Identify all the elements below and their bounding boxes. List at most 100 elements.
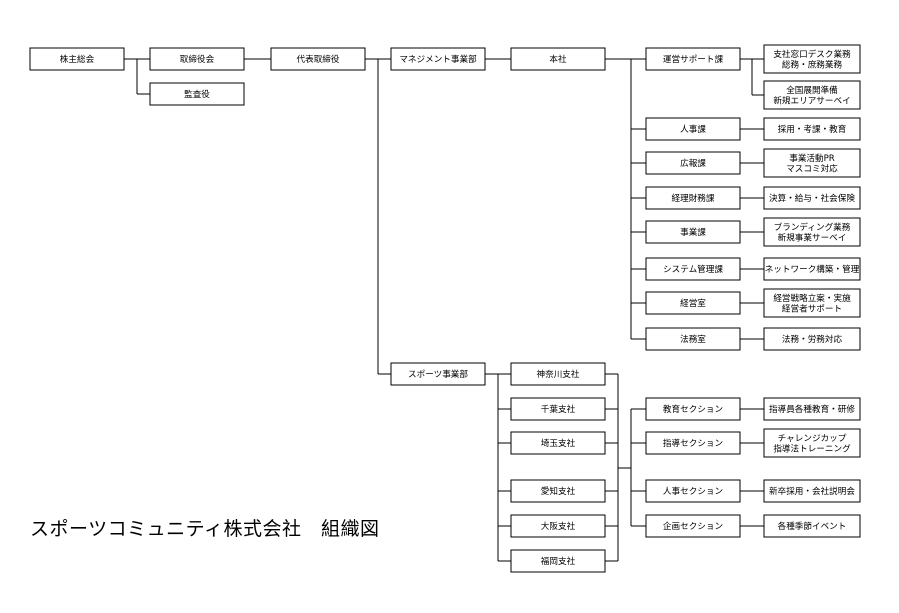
- org-box-osaka: 大阪支社: [510, 514, 606, 538]
- box-frame: [763, 117, 861, 141]
- org-box-finance-task: 決算・給与・社会保険: [763, 186, 861, 210]
- box-label: 本社: [549, 53, 567, 65]
- box-frame: [763, 327, 861, 351]
- box-frame: [645, 47, 741, 71]
- box-frame: [763, 479, 861, 503]
- box-label: 新卒採用・会社説明会: [769, 485, 855, 497]
- org-box-plan-sec: 企画セクション: [645, 514, 741, 538]
- org-box-board: 取締役会: [149, 47, 245, 71]
- org-box-hr-task: 採用・考課・教育: [763, 117, 861, 141]
- box-label: 指導セクション: [663, 437, 723, 449]
- box-label: 株主総会: [60, 53, 95, 65]
- box-label: 運営サポート課: [663, 53, 724, 65]
- box-frame: [763, 44, 861, 74]
- box-frame: [763, 257, 861, 281]
- org-box-ops-support: 運営サポート課: [645, 47, 741, 71]
- box-label: 埼玉支社: [541, 437, 576, 449]
- org-box-mgmt: マネジメント事業部: [390, 47, 486, 71]
- box-frame: [763, 397, 861, 421]
- box-label: 代表取締役: [297, 53, 340, 65]
- box-label: 人事課: [680, 123, 706, 135]
- box-frame: [149, 47, 245, 71]
- box-frame: [645, 431, 741, 455]
- org-box-coach-sec: 指導セクション: [645, 431, 741, 455]
- org-box-sports: スポーツ事業部: [390, 362, 486, 386]
- box-label: 指導員各種教育・研修: [769, 403, 855, 415]
- box-label: 事業課: [680, 226, 706, 238]
- box-label: 支社窓口デスク業務: [773, 48, 851, 60]
- box-label: スポーツ事業部: [408, 368, 468, 380]
- box-frame: [763, 217, 861, 247]
- box-label: 大阪支社: [541, 520, 576, 532]
- box-label: ネットワーク構築・管理: [765, 263, 860, 275]
- box-frame: [510, 362, 606, 386]
- box-label: 全国展開準備: [786, 84, 838, 96]
- box-frame: [763, 514, 861, 538]
- box-label: マネジメント事業部: [399, 53, 477, 65]
- box-frame: [390, 362, 486, 386]
- box-label: 決算・給与・社会保険: [769, 192, 855, 204]
- box-label: 愛知支社: [541, 485, 576, 497]
- box-label: 神奈川支社: [537, 368, 580, 380]
- chart-title: スポーツコミュニティ株式会社 組織図: [30, 518, 380, 540]
- box-label: 教育セクション: [663, 403, 723, 415]
- org-box-hq: 本社: [510, 47, 606, 71]
- org-box-kanagawa: 神奈川支社: [510, 362, 606, 386]
- org-box-hr-sec-task: 新卒採用・会社説明会: [763, 479, 861, 503]
- box-frame: [645, 117, 741, 141]
- org-box-system-task: ネットワーク構築・管理: [763, 257, 861, 281]
- box-label: 法務・労務対応: [782, 333, 843, 345]
- box-frame: [645, 327, 741, 351]
- org-box-system: システム管理課: [645, 257, 741, 281]
- box-label: 監査役: [184, 88, 210, 100]
- box-frame: [510, 397, 606, 421]
- box-label: 法務室: [680, 333, 706, 345]
- org-box-business: 事業課: [645, 220, 741, 244]
- box-frame: [763, 186, 861, 210]
- box-frame: [270, 47, 366, 71]
- box-frame: [645, 479, 741, 503]
- org-box-finance: 経理財務課: [645, 186, 741, 210]
- org-box-pr: 広報課: [645, 151, 741, 175]
- org-box-ceo: 代表取締役: [270, 47, 366, 71]
- box-label: 新規エリアサーベイ: [773, 94, 850, 106]
- box-label: システム管理課: [663, 263, 723, 275]
- connector-lines: [124, 58, 764, 562]
- box-label: 経理財務課: [672, 192, 715, 204]
- box-frame: [763, 428, 861, 458]
- box-label: 総務・庶務業務: [782, 58, 843, 70]
- box-frame: [645, 151, 741, 175]
- box-frame: [645, 291, 741, 315]
- box-label: 千葉支社: [541, 403, 576, 415]
- box-label: 新規事業サーベイ: [778, 231, 847, 243]
- box-frame: [390, 47, 486, 71]
- org-box-legal: 法務室: [645, 327, 741, 351]
- org-box-chiba: 千葉支社: [510, 397, 606, 421]
- box-label: 取締役会: [180, 53, 215, 65]
- box-label: 人事セクション: [663, 485, 723, 497]
- box-label: 経営者サポート: [782, 302, 842, 314]
- box-label: 広報課: [680, 157, 706, 169]
- box-label: 採用・考課・教育: [778, 123, 847, 135]
- org-box-mgmt-office: 経営室: [645, 291, 741, 315]
- box-frame: [645, 397, 741, 421]
- org-box-saitama: 埼玉支社: [510, 431, 606, 455]
- org-box-shareholders: 株主総会: [29, 47, 125, 71]
- box-frame: [763, 148, 861, 178]
- box-frame: [149, 82, 245, 106]
- box-label: 福岡支社: [541, 555, 576, 567]
- box-frame: [510, 47, 606, 71]
- box-frame: [29, 47, 125, 71]
- org-box-edu-sec: 教育セクション: [645, 397, 741, 421]
- box-label: 経営室: [680, 297, 706, 309]
- org-box-aichi: 愛知支社: [510, 479, 606, 503]
- org-box-auditor: 監査役: [149, 82, 245, 106]
